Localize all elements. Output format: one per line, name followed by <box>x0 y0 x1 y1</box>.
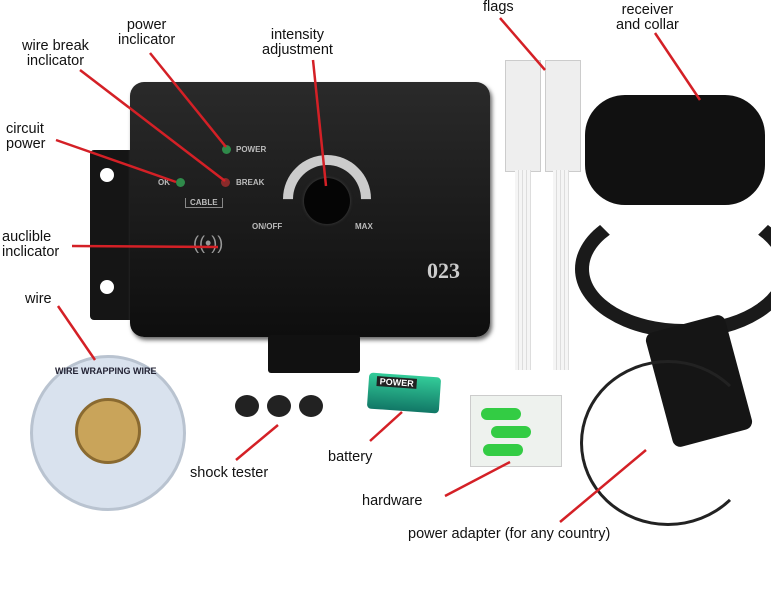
break-text: BREAK <box>236 178 265 187</box>
flags <box>505 60 585 370</box>
callout-break <box>79 69 226 182</box>
callout-intensity <box>311 59 328 187</box>
label-hardware: hardware <box>362 493 423 509</box>
callout-receiver <box>653 32 702 101</box>
cable-text: CABLE <box>185 198 223 208</box>
callout-audible <box>71 244 219 249</box>
wire-spool: WIRE WRAPPING WIRE <box>30 355 186 511</box>
adapter-cord <box>580 360 756 526</box>
on-off-text: ON/OFF <box>252 222 283 231</box>
callout-wire <box>56 305 97 361</box>
label-power-adapter: power adapter (for any country) <box>408 526 611 542</box>
ok-text: OK <box>158 178 170 187</box>
break-led <box>221 178 230 187</box>
spool-text: WIRE WRAPPING WIRE <box>55 366 157 376</box>
model-number: 023 <box>427 258 460 283</box>
shock-tester <box>235 395 325 417</box>
label-flags: flags <box>483 0 514 15</box>
ok-led <box>176 178 185 187</box>
power-text: POWER <box>236 145 267 154</box>
mount-hole <box>100 168 114 182</box>
power-led <box>222 145 231 154</box>
mount-hole <box>100 280 114 294</box>
transmitter-connector <box>268 335 360 373</box>
callout-shock-tester <box>235 424 279 461</box>
callout-flags <box>499 17 546 71</box>
label-wire: wire <box>25 291 52 307</box>
callout-power <box>149 52 227 148</box>
receiver-collar <box>585 95 765 205</box>
hardware-bag <box>470 395 562 467</box>
callout-hardware <box>444 460 511 498</box>
label-shock-tester: shock tester <box>190 465 269 481</box>
max-text: MAX <box>355 222 373 231</box>
label-battery: battery <box>328 449 373 465</box>
callout-adapter <box>559 449 647 523</box>
callout-circuit <box>55 138 177 184</box>
callout-battery <box>369 411 403 442</box>
